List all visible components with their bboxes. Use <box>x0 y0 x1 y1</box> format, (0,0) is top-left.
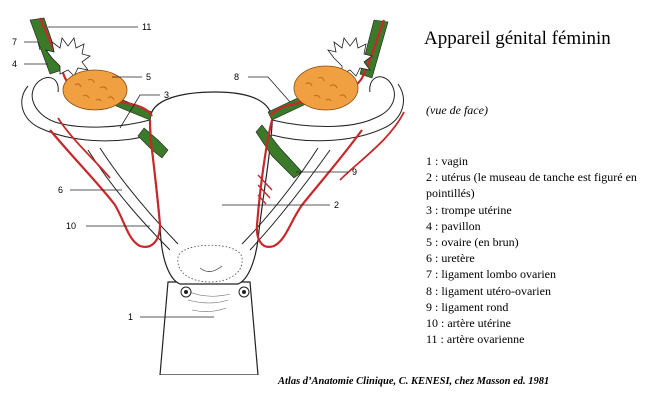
broad-ligament-right-lower <box>271 83 404 142</box>
ovary-right <box>293 65 359 111</box>
legend-item: 9 : ligament rond <box>426 299 509 314</box>
anatomy-diagram: 11 7 4 5 3 8 6 9 10 2 1 <box>12 17 405 375</box>
cervix-dotted-outline <box>177 244 243 283</box>
page-title: Appareil génital féminin <box>424 28 611 49</box>
ureter-end-left-inner <box>184 290 188 294</box>
ureter-left-inner <box>99 147 179 245</box>
ureter-end-right-inner <box>242 290 246 294</box>
diagram-label-9: 9 <box>352 167 357 177</box>
uterine-artery-left <box>49 119 162 248</box>
legend-item: 10 : artère utérine <box>426 316 511 331</box>
legend-item: 4 : pavillon <box>426 218 481 233</box>
ovary-left-spots <box>74 78 115 102</box>
diagram-label-2: 2 <box>334 200 339 210</box>
diagram-label-10: 10 <box>66 221 76 231</box>
legend-item: 1 : vagin <box>426 154 468 168</box>
uterine-artery-right-branch <box>339 111 405 181</box>
broad-ligament-left <box>31 77 151 128</box>
round-ligament-left <box>137 127 169 159</box>
legend-item: 7 : ligament lombo ovarien <box>426 267 556 282</box>
uterine-artery-right <box>255 119 363 248</box>
uterine-artery-hatch-right <box>257 174 273 205</box>
ovary-left <box>62 69 128 111</box>
fimbriae-left <box>45 37 91 77</box>
legend-item: 2 : utérus (le museau de tanche est figu… <box>426 170 637 201</box>
leader-lines <box>24 26 348 318</box>
page-subtitle: (vue de face) <box>426 103 488 117</box>
diagram-label-11: 11 <box>142 22 151 32</box>
ureter-right-inner <box>241 147 319 245</box>
source-credit: Atlas d’Anatomie Clinique, C. KENESI, ch… <box>278 376 550 387</box>
diagram-label-4: 4 <box>12 59 17 69</box>
broad-ligament-right <box>271 76 395 127</box>
legend-item: 8 : ligament utéro-ovarien <box>426 283 551 298</box>
diagram-label-1: 1 <box>128 312 133 322</box>
uterine-artery-left-branch <box>57 117 111 179</box>
broad-ligament-left-lower <box>21 85 151 142</box>
ovary-right-spots <box>305 76 347 102</box>
legend-item: 11 : artère ovarienne <box>426 332 525 347</box>
diagram-label-8: 8 <box>234 72 239 82</box>
diagram-label-7: 7 <box>12 37 17 47</box>
cervix-os <box>199 265 223 272</box>
diagram-label-3: 3 <box>164 90 169 100</box>
legend-list: 1 : vagin 2 : utérus (le museau de tanch… <box>426 153 641 347</box>
uterus-body <box>149 91 273 285</box>
fimbriae-right <box>327 37 373 77</box>
legend-item: 6 : uretère <box>426 251 475 266</box>
legend-item: 3 : trompe utérine <box>426 202 512 217</box>
legend-item: 5 : ovaire (en brun) <box>426 235 519 250</box>
diagram-label-5: 5 <box>146 72 151 82</box>
diagram-label-6: 6 <box>58 185 63 195</box>
